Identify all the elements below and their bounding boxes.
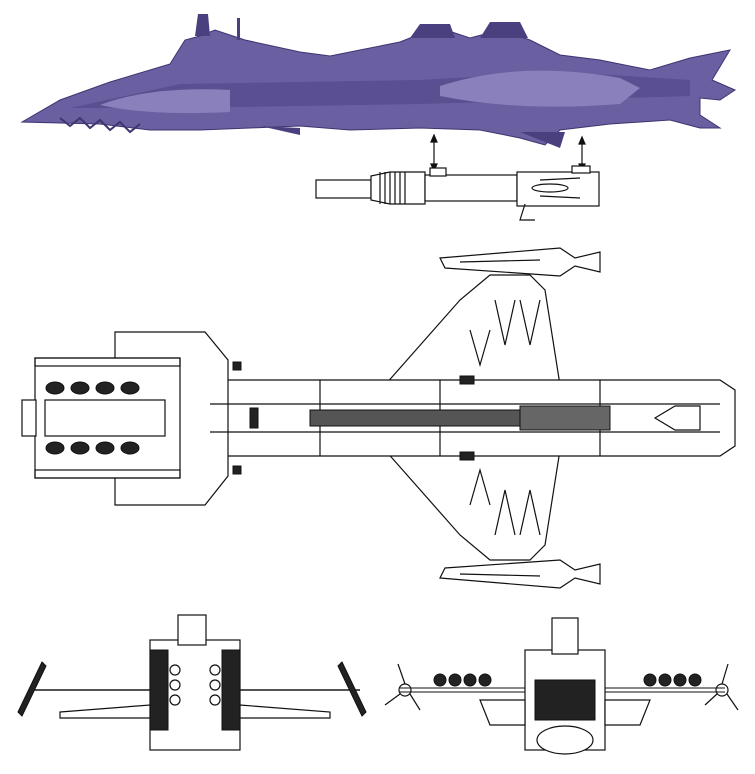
lower-fin bbox=[260, 126, 300, 135]
engine-nozzles bbox=[45, 381, 140, 455]
propeller-left bbox=[384, 663, 421, 711]
wing-pod-lower bbox=[439, 559, 601, 589]
top-view bbox=[21, 247, 736, 589]
wing-pod-upper bbox=[439, 247, 601, 277]
engine-block bbox=[34, 357, 181, 479]
engine-nacelle bbox=[440, 70, 640, 107]
bow-teeth bbox=[59, 116, 141, 134]
propeller-right bbox=[704, 663, 739, 711]
turret bbox=[480, 22, 528, 38]
bridge-tower bbox=[195, 14, 210, 36]
double-arrow-icon bbox=[430, 133, 438, 173]
lower-fin bbox=[520, 132, 565, 148]
propeller-left bbox=[17, 661, 47, 717]
rear-view bbox=[384, 617, 739, 755]
bow-cone bbox=[100, 89, 230, 114]
side-profile-view bbox=[20, 14, 737, 148]
front-view bbox=[17, 614, 367, 751]
mast bbox=[237, 18, 240, 40]
turret bbox=[410, 24, 455, 38]
detachable-module-view bbox=[315, 165, 600, 221]
dorsal-structures bbox=[232, 361, 611, 475]
propeller-right bbox=[337, 661, 367, 717]
